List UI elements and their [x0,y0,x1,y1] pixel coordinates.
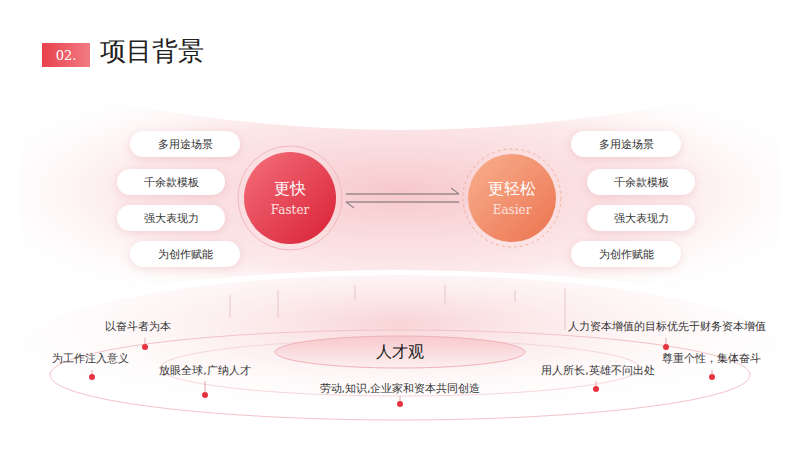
node-label: 多用途场景 [599,137,654,152]
node-label: 02. [56,48,77,63]
speed-circle: 更快 Faster [238,146,342,250]
node-label: 多用途场景 [158,137,213,152]
feature-pill: 千余款模板 [587,169,695,195]
page-title: 项目背景 [100,34,204,69]
node-label: 人才观 [376,342,424,363]
outer-ring [50,330,750,420]
value-label: 尊重个性，集体奋斗 [662,351,761,366]
feature-pill: 多用途场景 [130,131,240,157]
value-label: 劳动,知识,企业家和资本共同创造 [320,381,481,396]
arrow-path [346,188,459,208]
node-label: 强大表现力 [614,211,669,226]
value-label: 放眼全球,广纳人才 [159,363,251,378]
core-ellipse: 人才观 [275,336,525,368]
feature-pill: 多用途场景 [571,131,681,157]
node-label: 为创作赋能 [158,247,213,262]
node-label: 强大表现力 [144,211,199,226]
exchange-arrow [346,188,459,208]
node-label: 为创作赋能 [599,247,654,262]
value-label: 用人所长,英雄不问出处 [541,363,655,378]
feature-pill: 强大表现力 [587,205,695,231]
light-lines [230,285,565,330]
node-label: 千余款模板 [614,175,669,190]
glow-band [20,80,780,305]
value-label: 为工作注入意义 [52,351,129,366]
node-label: 更轻松 [488,179,536,200]
node-sublabel: Easier [493,203,532,217]
feature-pill: 为创作赋能 [571,241,681,267]
node-label: 更快 [274,179,306,200]
node-label: 千余款模板 [144,175,199,190]
value-label: 以奋斗者为本 [105,319,171,334]
value-label: 人力资本增值的目标优先于财务资本增值 [568,319,766,334]
pins [89,338,715,407]
feature-pill: 为创作赋能 [130,241,240,267]
ease-circle: 更轻松 Easier [463,149,561,247]
feature-pill: 千余款模板 [117,169,225,195]
halo [10,275,790,435]
section-badge: 02. [42,43,90,67]
feature-pill: 强大表现力 [117,205,225,231]
node-sublabel: Faster [271,203,309,217]
